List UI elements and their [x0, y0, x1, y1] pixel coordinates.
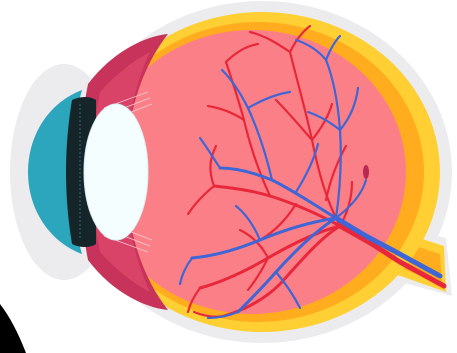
optic-disc	[363, 165, 369, 179]
corner-dark-shape	[0, 304, 26, 353]
lens	[84, 104, 148, 240]
